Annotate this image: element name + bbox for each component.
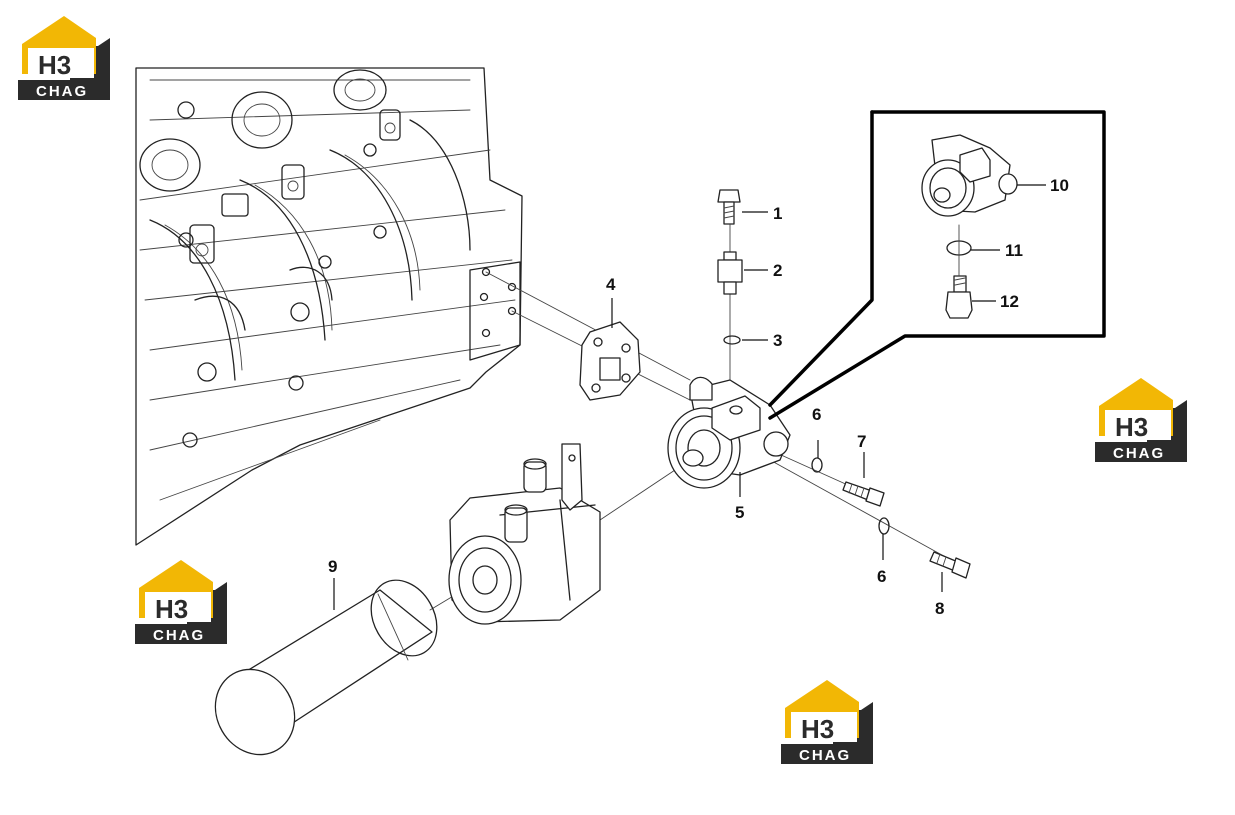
part-2-adapter — [717, 251, 743, 295]
label-part-6a: 6 — [812, 405, 821, 424]
label-part-3: 3 — [773, 331, 782, 350]
logo-1-main: H3 — [38, 50, 71, 80]
part-6b-washer — [878, 517, 890, 535]
label-part-9: 9 — [328, 557, 337, 576]
part-12-sensor — [945, 275, 973, 319]
label-part-7: 7 — [857, 432, 866, 451]
logo-3-main: H3 — [155, 594, 188, 624]
detail-inset — [768, 110, 1106, 420]
label-part-8: 8 — [935, 599, 944, 618]
watermark-logo-2: H3 CHAG — [1095, 378, 1187, 462]
part-7-bolt — [842, 481, 885, 507]
label-part-6b: 6 — [877, 567, 886, 586]
logo-2-main: H3 — [1115, 412, 1148, 442]
logo-3-sub: CHAG — [153, 627, 205, 644]
label-part-1: 1 — [773, 204, 782, 223]
part-4-gasket — [579, 321, 641, 401]
logo-4-main: H3 — [801, 714, 834, 744]
watermark-logo-3: H3 CHAG — [135, 560, 227, 644]
leader-lines — [333, 184, 1046, 610]
part-8-bolt — [929, 551, 971, 579]
logo-1-sub: CHAG — [36, 83, 88, 100]
logo-4-sub: CHAG — [799, 747, 851, 764]
label-part-2: 2 — [773, 261, 782, 280]
part-3-seal — [723, 335, 741, 345]
part-6a-washer — [811, 457, 823, 473]
watermark-logo-1: H3 CHAG — [18, 16, 110, 100]
cooler-housing — [448, 443, 601, 625]
label-part-11: 11 — [1005, 241, 1023, 260]
part-10-filter-head — [921, 134, 1018, 217]
label-part-12: 12 — [1000, 292, 1019, 311]
part-1-bolt — [717, 189, 741, 225]
label-part-10: 10 — [1050, 176, 1069, 195]
engine-block — [135, 67, 523, 546]
label-part-5: 5 — [735, 503, 744, 522]
part-labels: 1 2 3 4 5 6 6 7 8 9 10 11 12 — [328, 176, 1069, 618]
part-9-filter — [214, 579, 438, 756]
part-5-filter-head — [667, 376, 791, 489]
label-part-4: 4 — [606, 275, 616, 294]
logo-2-sub: CHAG — [1113, 445, 1165, 462]
watermark-logo-4: H3 CHAG — [781, 680, 873, 764]
